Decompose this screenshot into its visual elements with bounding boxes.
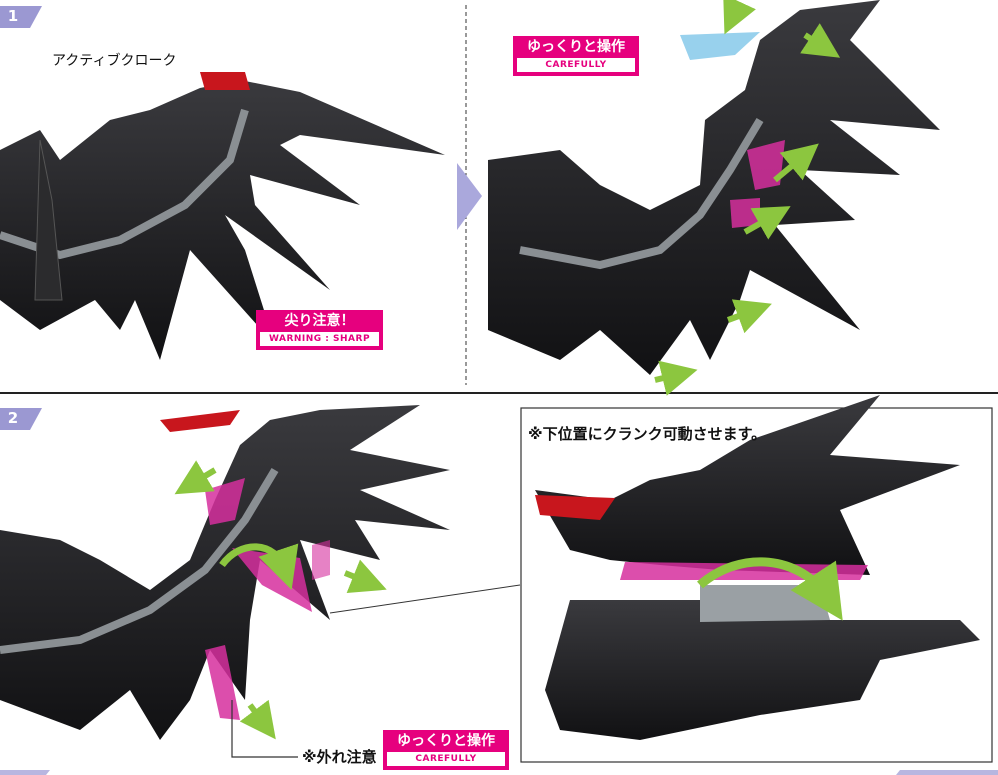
step-number-1: 1 [7,7,19,25]
warning-sharp-en: WARNING : SHARP [260,332,379,346]
carefully-top-jp: ゆっくりと操作 [527,39,625,55]
carefully-bottom-en: CAREFULLY [387,752,505,766]
wing-folding-illustration [488,0,940,396]
wing-step2-illustration [0,405,521,758]
detach-note: ※外れ注意 [302,748,377,766]
step-badge-1: 1 [0,6,42,28]
warning-sharp-label: 尖り注意！ WARNING : SHARP [256,310,383,350]
step-number-2: 2 [7,409,19,427]
step-flow-arrow [457,163,482,230]
step1-title: アクティブクローク [52,53,177,69]
step-badge-2: 2 [0,408,42,430]
wing-open-illustration [0,72,445,360]
carefully-bottom-jp: ゆっくりと操作 [397,733,495,749]
carefully-top-en: CAREFULLY [517,58,635,72]
carefully-label-bottom: ゆっくりと操作 CAREFULLY [383,730,509,770]
corner-stripe-decoration [0,770,998,775]
zoom-detail-illustration [535,395,980,740]
warning-sharp-jp: 尖り注意！ [284,313,355,329]
carefully-label-top: ゆっくりと操作 CAREFULLY [513,36,639,76]
crank-note: ※下位置にクランク可動させます。 [528,425,767,443]
